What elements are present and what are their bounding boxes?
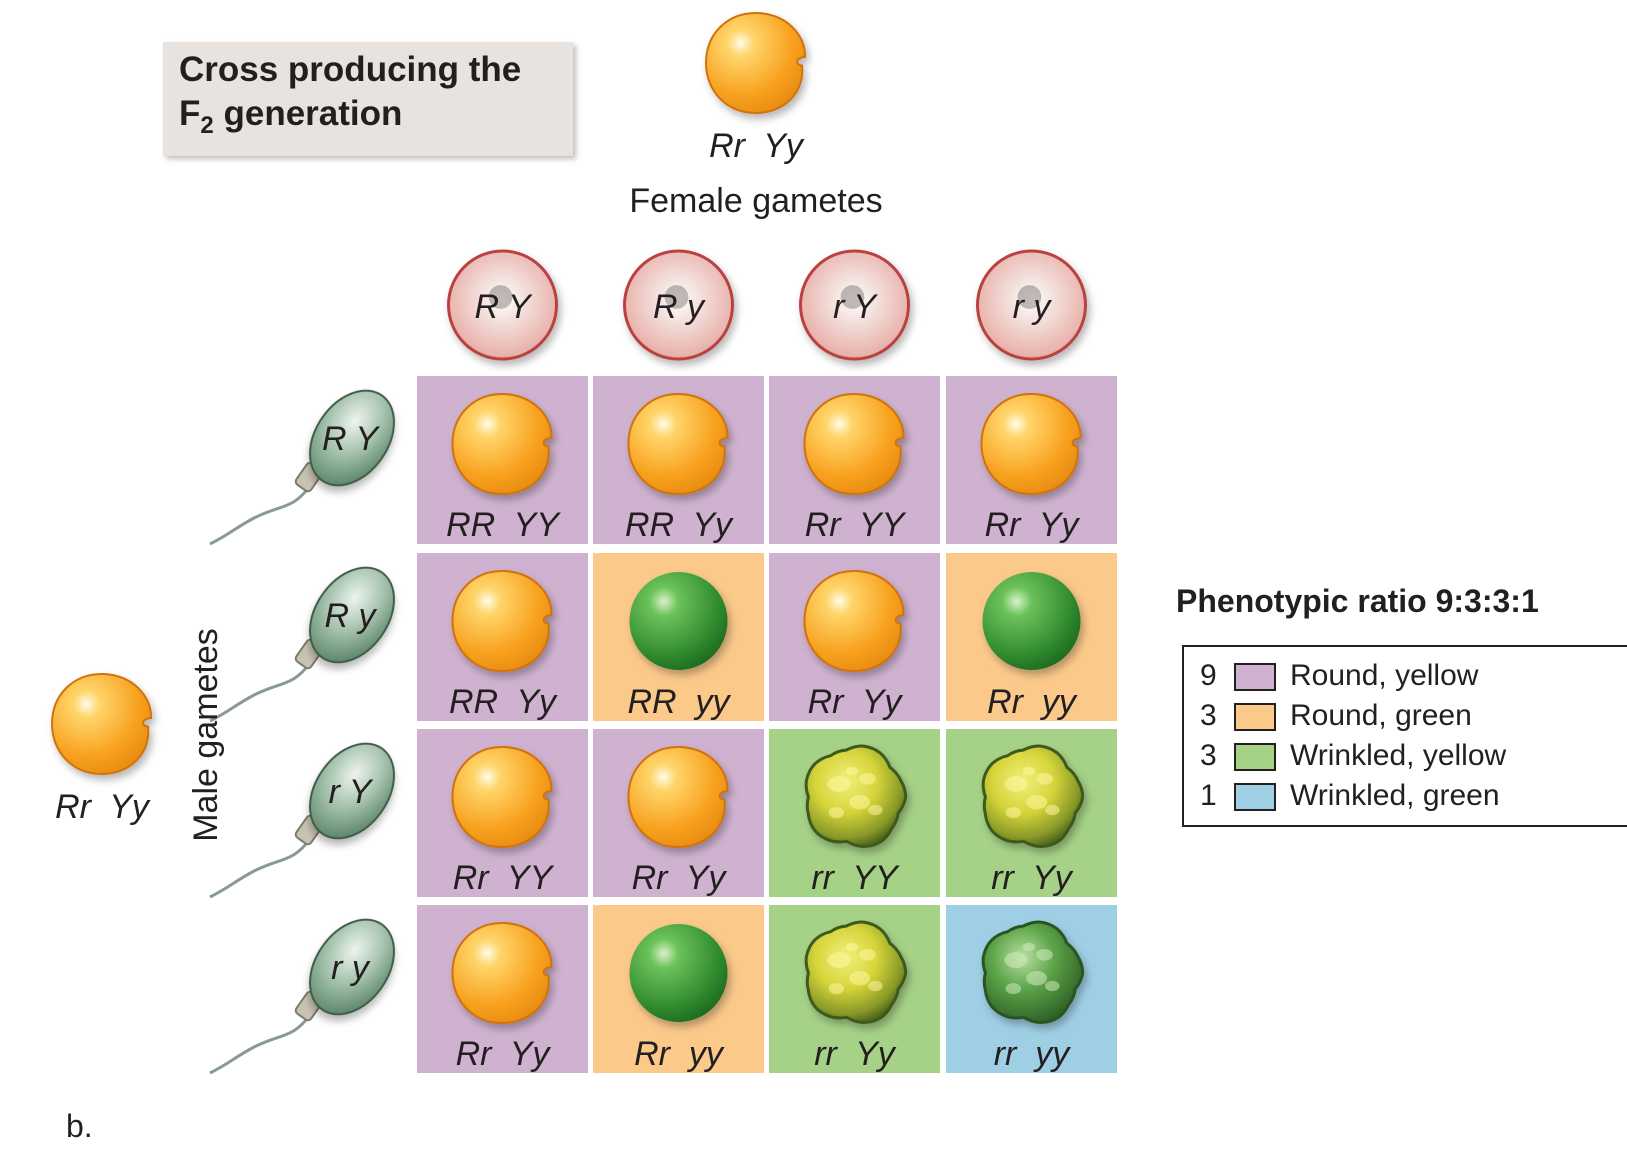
egg-genotype: r y	[1013, 288, 1053, 326]
legend-item: 1 Wrinkled, green	[1200, 777, 1620, 813]
cell-genotype: RR YY	[446, 506, 561, 544]
cell-genotype: Rr Yy	[456, 1035, 552, 1073]
yellow-round-seed-icon	[803, 392, 905, 496]
legend-title: Phenotypic ratio 9:3:3:1	[1176, 583, 1539, 619]
egg-cell-icon	[976, 249, 1087, 361]
legend-swatch	[1234, 703, 1276, 731]
sperm-genotype: r Y	[329, 773, 374, 811]
egg-cell-icon	[799, 249, 910, 361]
sperm-cell-icon	[209, 742, 395, 899]
sperm-cell-icon	[209, 918, 395, 1075]
yellow-round-seed-icon	[50, 672, 153, 776]
legend-swatch	[1234, 743, 1276, 771]
cell-genotype: RR yy	[628, 683, 732, 721]
yellow-wrinkled-seed-icon	[981, 744, 1085, 849]
yellow-wrinkled-seed-icon	[804, 920, 908, 1025]
legend-item: 9 Round, yellow	[1200, 657, 1620, 693]
green-round-seed-icon	[629, 924, 728, 1022]
legend-count: 9	[1200, 659, 1217, 692]
female-gametes-label: Female gametes	[629, 182, 882, 220]
legend-label: Wrinkled, yellow	[1290, 739, 1507, 772]
sperm-genotype: r y	[331, 949, 371, 987]
legend-item: 3 Round, green	[1200, 697, 1620, 733]
sperm-cell-icon	[209, 389, 395, 546]
legend-label: Round, yellow	[1290, 659, 1479, 692]
legend-count: 3	[1200, 699, 1217, 732]
legend-label: Wrinkled, green	[1290, 779, 1500, 812]
male-gametes-label: Male gametes	[187, 628, 225, 842]
sperm-cell-icon	[209, 566, 395, 723]
cell-genotype: Rr YY	[805, 506, 907, 544]
yellow-round-seed-icon	[980, 392, 1082, 496]
cell-genotype: Rr Yy	[632, 859, 728, 897]
cell-genotype: Rr Yy	[808, 683, 904, 721]
cell-genotype: RR Yy	[625, 506, 734, 544]
legend-box: 9 Round, yellow 3 Round, green 3 Wrinkle…	[1182, 645, 1627, 827]
cell-genotype: Rr YY	[453, 859, 555, 897]
male-parent-genotype: Rr Yy	[55, 788, 151, 826]
egg-cell-icon	[447, 249, 558, 361]
cell-genotype: Rr yy	[987, 683, 1078, 721]
legend-count: 3	[1200, 739, 1217, 772]
cell-genotype: rr Yy	[991, 859, 1074, 897]
title-line-1: Cross producing the	[179, 50, 522, 89]
yellow-round-seed-icon	[627, 745, 729, 849]
green-wrinkled-seed-icon	[981, 920, 1085, 1025]
title-box: Cross producing the F2 generation	[163, 42, 573, 156]
cell-genotype: RR Yy	[449, 683, 558, 721]
green-round-seed-icon	[629, 572, 728, 670]
figure-letter: b.	[66, 1108, 93, 1144]
cell-genotype: Rr Yy	[985, 506, 1081, 544]
yellow-round-seed-icon	[627, 392, 729, 496]
legend-label: Round, green	[1290, 699, 1472, 732]
egg-cell-icon	[623, 249, 734, 361]
legend-item: 3 Wrinkled, yellow	[1200, 737, 1620, 773]
female-parent-genotype: Rr Yy	[709, 127, 805, 165]
yellow-round-seed-icon	[704, 11, 807, 115]
legend-count: 1	[1200, 779, 1217, 812]
sperm-genotype: R y	[325, 597, 378, 635]
green-round-seed-icon	[982, 572, 1081, 670]
yellow-round-seed-icon	[451, 745, 553, 849]
cell-genotype: rr YY	[811, 859, 900, 897]
yellow-wrinkled-seed-icon	[804, 744, 908, 849]
title-line-2: F2 generation	[179, 94, 403, 139]
yellow-round-seed-icon	[451, 921, 553, 1025]
cell-genotype: Rr yy	[634, 1035, 725, 1073]
yellow-round-seed-icon	[803, 569, 905, 673]
cell-genotype: rr yy	[994, 1035, 1072, 1073]
yellow-round-seed-icon	[451, 569, 553, 673]
sperm-genotype: R Y	[322, 420, 380, 458]
cell-genotype: rr Yy	[814, 1035, 897, 1073]
egg-genotype: R y	[653, 288, 706, 326]
legend-swatch	[1234, 663, 1276, 691]
yellow-round-seed-icon	[451, 392, 553, 496]
legend-swatch	[1234, 783, 1276, 811]
egg-genotype: r Y	[833, 288, 878, 326]
egg-genotype: R Y	[474, 288, 532, 326]
